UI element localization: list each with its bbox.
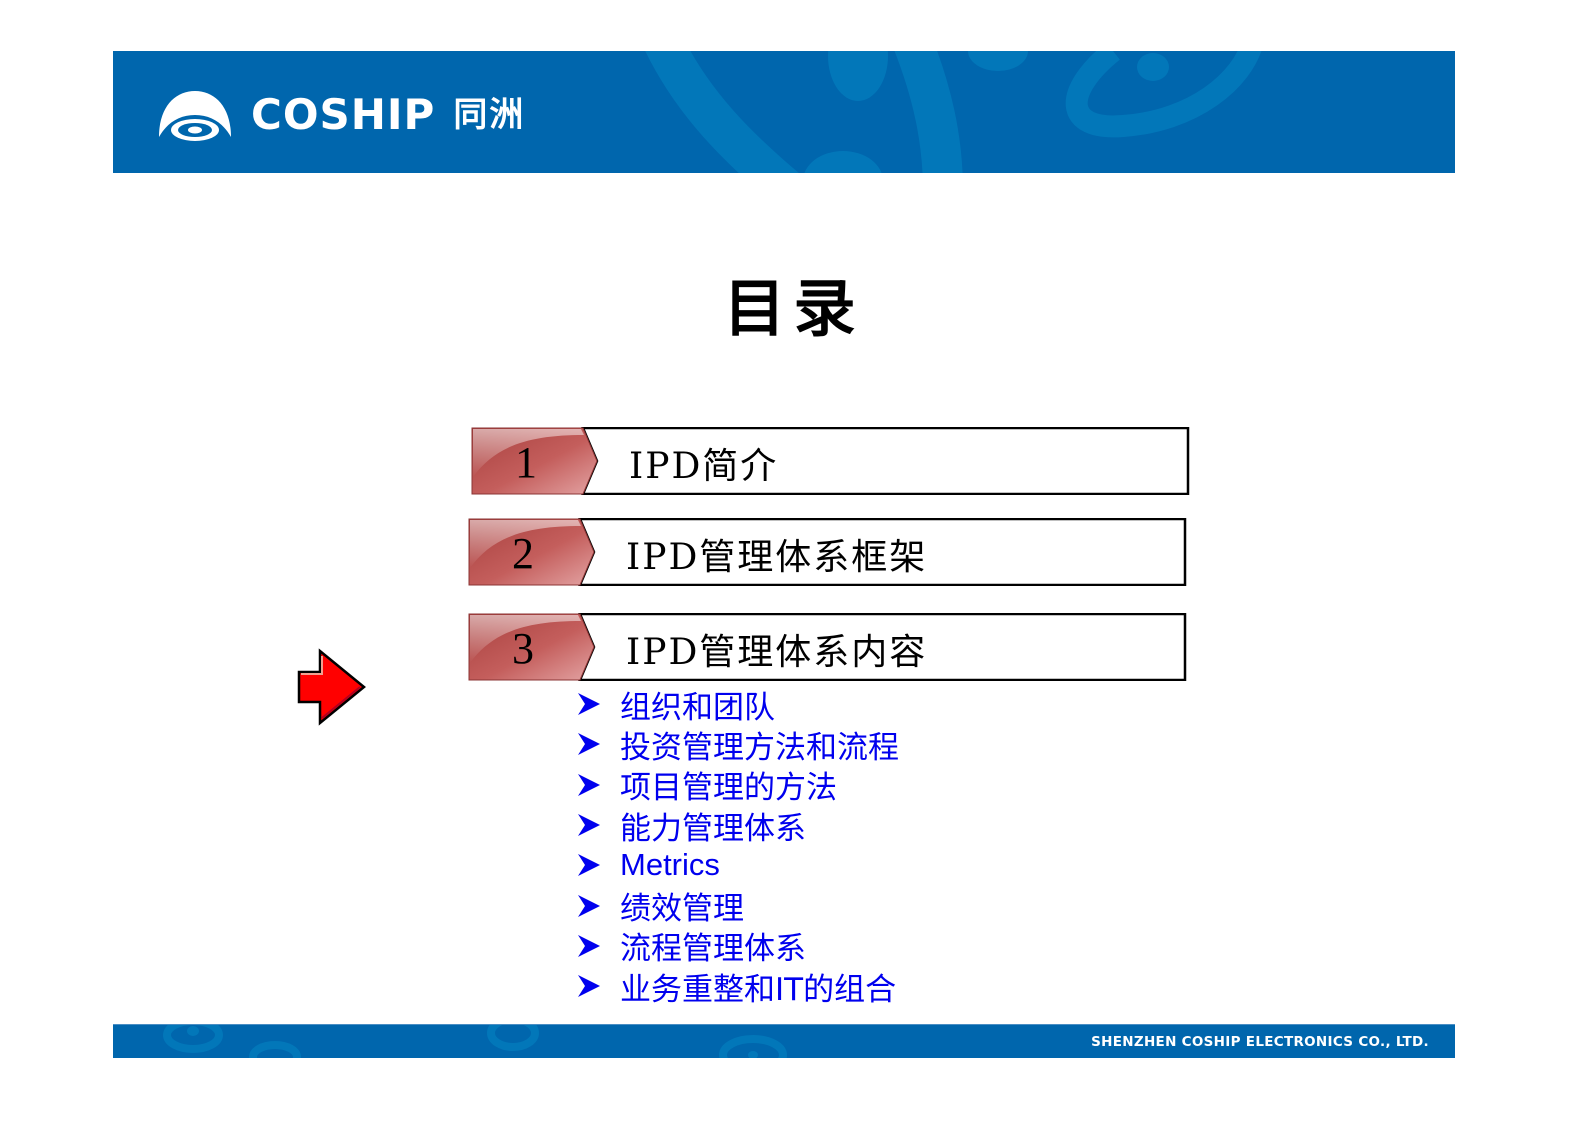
- arrowhead-bullet-icon: [578, 693, 600, 716]
- list-item-label: 能力管理体系: [620, 810, 806, 847]
- toc-number-tab: 3: [468, 613, 586, 681]
- arrowhead-bullet-icon: [578, 934, 600, 957]
- toc-label: IPD管理体系框架: [626, 537, 928, 578]
- footer-banner: SHENZHEN COSHIP ELECTRONICS CO., LTD.: [113, 1024, 1455, 1058]
- background-swirl-decoration: [645, 51, 1262, 173]
- toc-label: IPD简介: [629, 446, 779, 487]
- arrowhead-bullet-icon: [578, 773, 600, 796]
- list-item-label: Metrics: [620, 847, 720, 883]
- list-item-label: 流程管理体系: [620, 931, 806, 968]
- background-swirl-decoration: [163, 1025, 787, 1058]
- list-item-label: 项目管理的方法: [620, 770, 837, 807]
- list-item[interactable]: 流程管理体系: [576, 926, 899, 968]
- toc-number-tab: 2: [468, 518, 586, 586]
- arrowhead-bullet-icon: [578, 733, 600, 756]
- list-item-label: 绩效管理: [620, 891, 744, 928]
- coship-logo: COSHIP 同洲: [157, 87, 525, 143]
- toc-item-1[interactable]: 1 IPD简介: [471, 427, 1190, 495]
- list-item[interactable]: 项目管理的方法: [576, 765, 899, 807]
- red-right-arrow-icon: [297, 648, 366, 726]
- list-item-label: 组织和团队: [620, 689, 775, 726]
- arrowhead-bullet-icon: [578, 814, 600, 837]
- list-item[interactable]: Metrics: [576, 845, 899, 885]
- toc-number-tab: 1: [471, 427, 589, 495]
- toc-item-3[interactable]: 3 IPD管理体系内容: [468, 613, 1187, 681]
- company-name: SHENZHEN COSHIP ELECTRONICS CO., LTD.: [1091, 1034, 1429, 1050]
- header-banner: COSHIP 同洲: [113, 51, 1455, 173]
- list-item-label: 投资管理方法和流程: [620, 729, 899, 766]
- list-item[interactable]: 绩效管理: [576, 885, 899, 928]
- toc-item-frame: [468, 518, 1187, 586]
- list-item[interactable]: 业务重整和IT的组合: [576, 966, 899, 1008]
- page-title: 目录: [723, 272, 864, 345]
- toc-item-frame: [471, 427, 1190, 495]
- toc-number: 1: [515, 438, 537, 487]
- toc-number: 2: [512, 529, 534, 578]
- arrowhead-bullet-icon: [578, 975, 600, 998]
- toc-label: IPD管理体系内容: [626, 632, 928, 673]
- coship-eye-logo-icon: [159, 91, 231, 141]
- sub-item-list: 组织和团队 投资管理方法和流程 项目管理的方法 能力管理体系 Metrics 绩…: [576, 684, 899, 1008]
- toc-number: 3: [512, 624, 534, 673]
- arrowhead-bullet-icon: [578, 854, 600, 877]
- toc-item-frame: [468, 613, 1187, 681]
- arrowhead-bullet-icon: [578, 894, 600, 917]
- list-item-label: 业务重整和IT的组合: [620, 971, 897, 1008]
- brand-name-cn: 同洲: [453, 95, 526, 135]
- list-item[interactable]: 组织和团队: [576, 684, 899, 726]
- brand-name: COSHIP: [251, 90, 436, 139]
- toc-item-2[interactable]: 2 IPD管理体系框架: [468, 518, 1187, 586]
- list-item[interactable]: 投资管理方法和流程: [576, 724, 899, 766]
- list-item[interactable]: 能力管理体系: [576, 805, 899, 847]
